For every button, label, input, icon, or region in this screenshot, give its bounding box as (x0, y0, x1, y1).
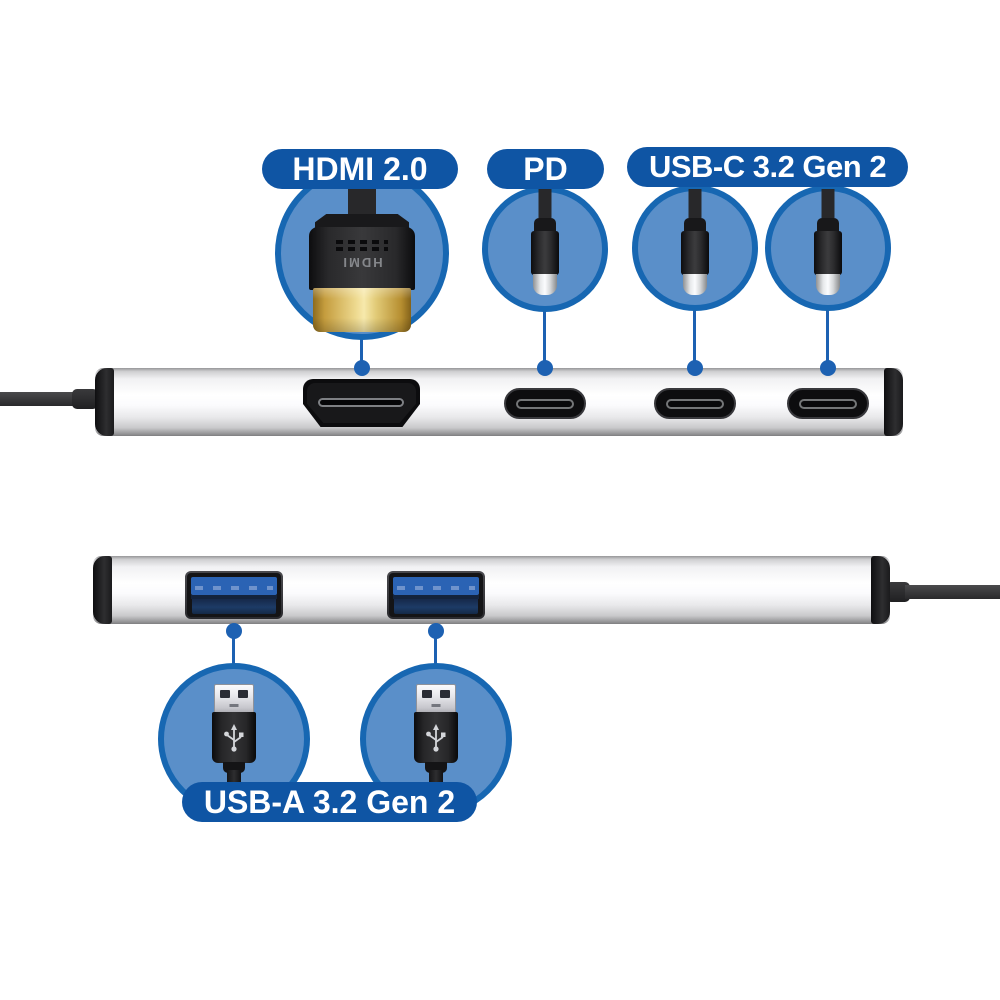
usb-c-neck (534, 218, 556, 232)
usb-c-neck (817, 218, 839, 232)
usb-c-port-1 (654, 388, 736, 419)
usb-a-shell-dash (229, 704, 239, 707)
hdmi-pointer-line (360, 338, 363, 366)
hdmi-gold-plug (313, 288, 411, 332)
usb-c-port-slot (516, 399, 574, 409)
usb-a-pointer-dot-1 (226, 623, 242, 639)
usb-trident-icon (224, 723, 244, 752)
host-cable-right (905, 585, 1000, 599)
hdmi-pointer-dot (354, 360, 370, 376)
usb-a-label: USB-A 3.2 Gen 2 (182, 782, 477, 822)
usb-a-pointer-line-1 (232, 631, 235, 666)
hdmi-port (303, 379, 420, 427)
hdmi-grille-row (336, 240, 388, 244)
usb-a-port-tongue (191, 577, 277, 595)
usb-c-pointer-dot-2 (820, 360, 836, 376)
usb-a-pointer-line-2 (434, 631, 437, 666)
hub-end-cap-left (93, 556, 112, 624)
usb-c-body (814, 231, 842, 275)
hdmi-connector-marking: HDMI (341, 255, 383, 270)
usb-a-cable-boot (425, 762, 447, 773)
usb-a-metal-shell (416, 684, 456, 713)
usb-c-neck (684, 218, 706, 232)
hub-end-cap-right (884, 368, 903, 436)
hdmi-label: HDMI 2.0 (262, 149, 458, 189)
hdmi-port-slot (318, 398, 404, 407)
usb-a-shell-slot (422, 690, 432, 698)
usb-a-shell-slot (440, 690, 450, 698)
usb-a-port-cavity (394, 599, 478, 614)
usb-a-port-band (191, 595, 277, 599)
hdmi-connector-icon: HDMI (307, 188, 417, 334)
usb-c-pointer-line-2 (826, 309, 829, 366)
usb-c-cable (538, 189, 552, 218)
hdmi-collar (315, 214, 409, 229)
usb-c-port-slot (666, 399, 724, 409)
usb-c-connector-icon (530, 189, 560, 297)
cable-strain-relief-left (72, 389, 98, 409)
usb-c-pointer-dot-1 (687, 360, 703, 376)
usb-a-shell-slot (220, 690, 230, 698)
usb-c-tip (533, 274, 557, 295)
usb-a-port-pins (397, 586, 475, 590)
usb-c-connector-icon (813, 189, 843, 297)
pd-pointer-line (543, 310, 546, 366)
usb-a-shell-slot (238, 690, 248, 698)
usb-c-cable (688, 189, 702, 218)
usb-a-shell-dash (431, 704, 441, 707)
usb-a-port-tongue (393, 577, 479, 595)
hub-end-cap-right (871, 556, 890, 624)
pd-label: PD (487, 149, 604, 189)
usb-a-port-2 (387, 571, 485, 619)
usb-a-pointer-dot-2 (428, 623, 444, 639)
usb-a-port-band (393, 595, 479, 599)
host-cable-left (0, 392, 78, 406)
usb-c-label: USB-C 3.2 Gen 2 (627, 147, 908, 187)
usb-a-body (414, 712, 458, 763)
usb-c-cable (821, 189, 835, 218)
pd-pointer-dot (537, 360, 553, 376)
usb-c-port-pd (504, 388, 586, 419)
hub-body-top-view (95, 368, 903, 436)
usb-c-connector-icon (680, 189, 710, 297)
cable-strain-relief-right (886, 582, 910, 602)
hdmi-grille-row (336, 247, 388, 251)
usb-c-tip (683, 274, 707, 295)
usb-c-port-2 (787, 388, 869, 419)
usb-a-port-cavity (192, 599, 276, 614)
usb-c-tip (816, 274, 840, 295)
usb-trident-icon (426, 723, 446, 752)
usb-a-body (212, 712, 256, 763)
usb-c-pointer-line-1 (693, 309, 696, 366)
hub-end-cap-left (95, 368, 114, 436)
usb-c-body (681, 231, 709, 275)
hdmi-body (309, 227, 415, 290)
usb-c-port-slot (799, 399, 857, 409)
usb-a-port-1 (185, 571, 283, 619)
usb-a-metal-shell (214, 684, 254, 713)
usb-a-port-pins (195, 586, 273, 590)
usb-c-body (531, 231, 559, 275)
usb-a-cable-boot (223, 762, 245, 773)
hdmi-cable (348, 188, 376, 216)
